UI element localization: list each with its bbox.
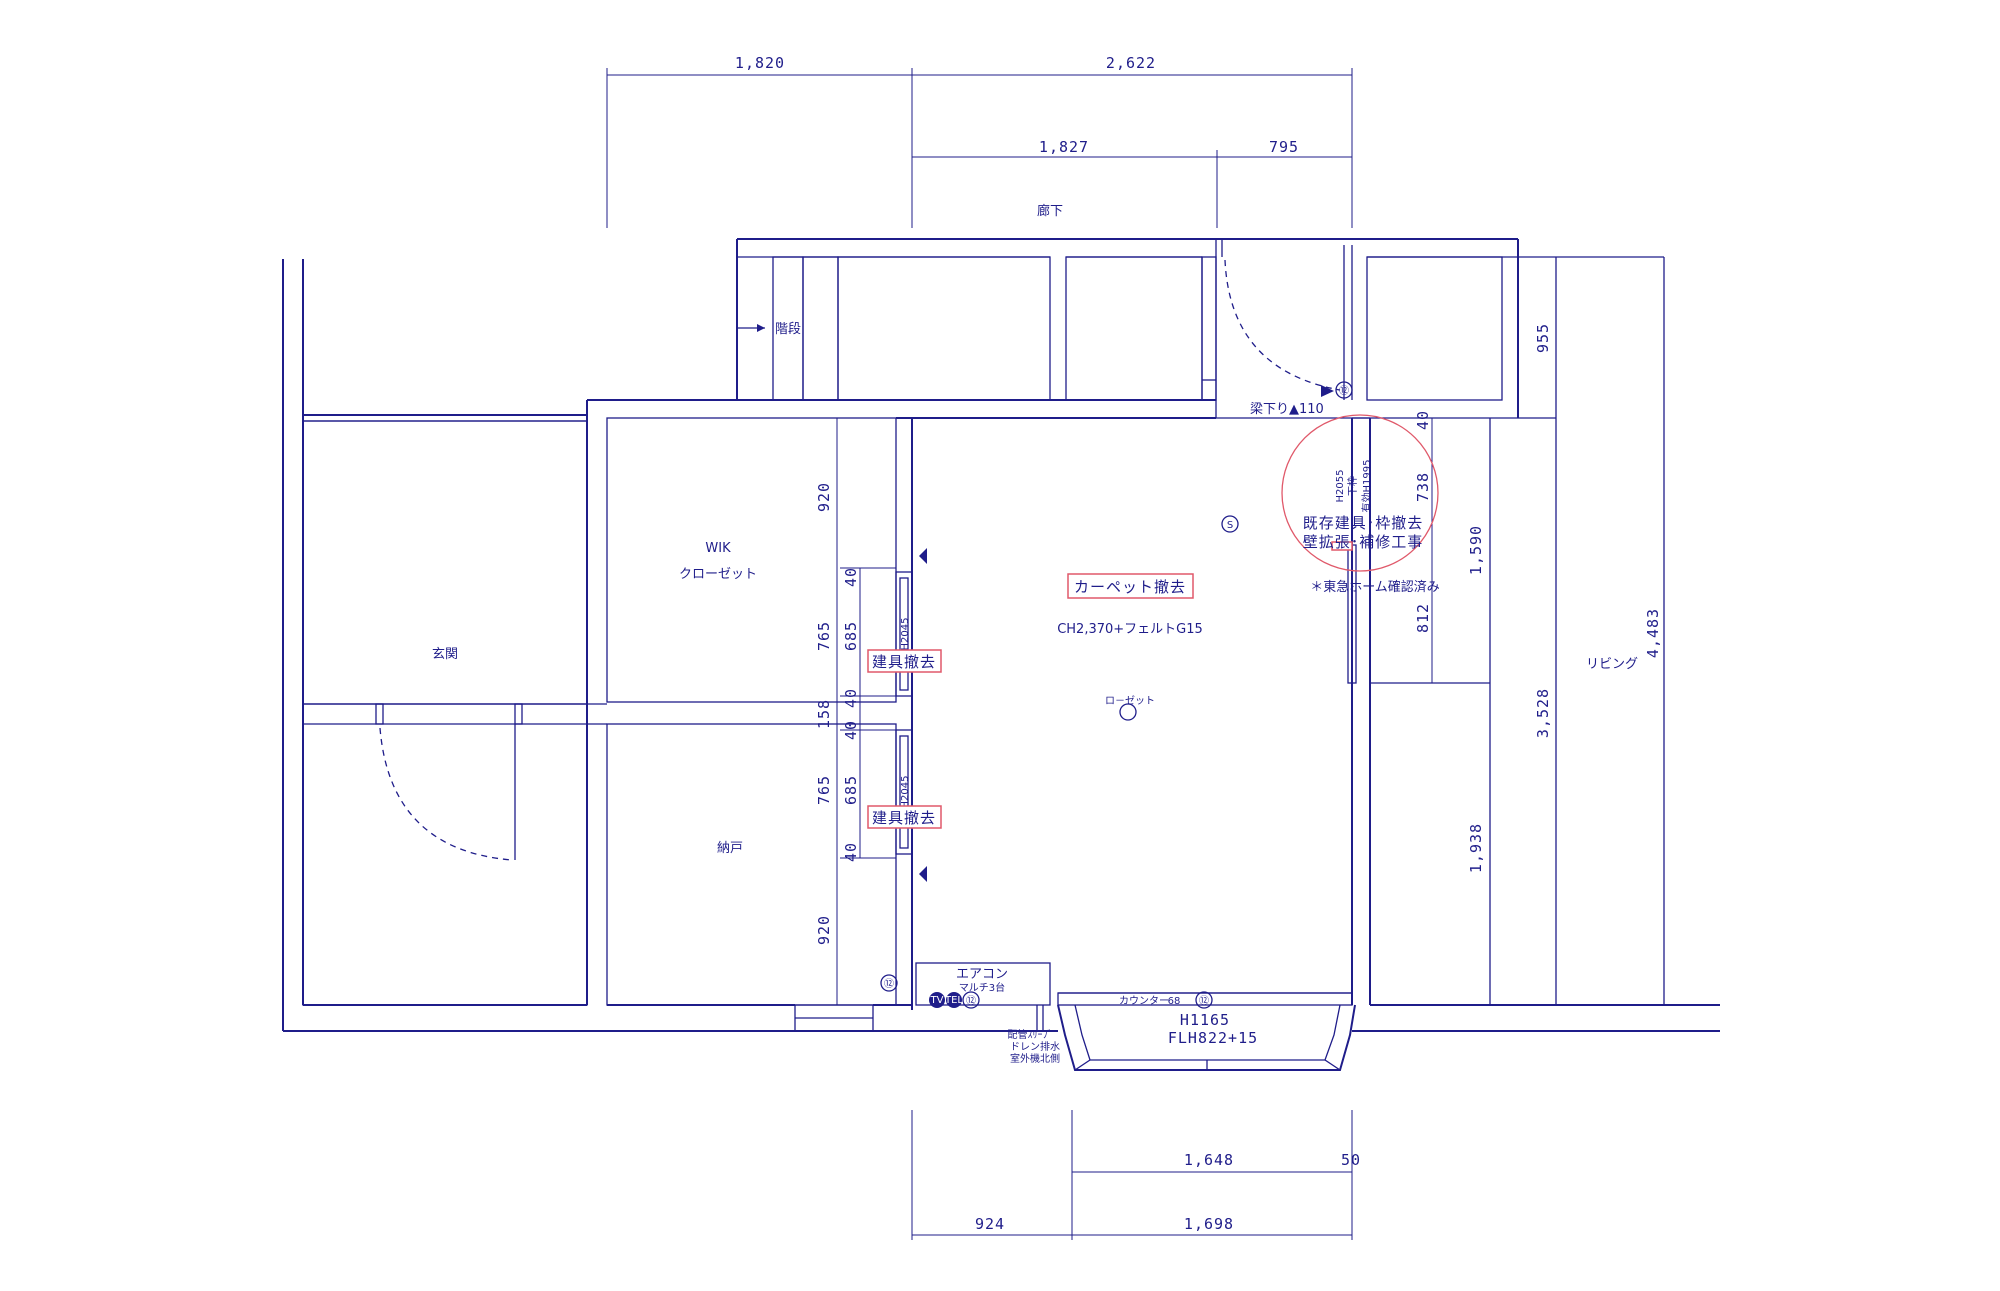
top-dimensions: 1,820 2,622 1,827 795 廊下 [606, 54, 1353, 228]
dim-bottom-924: 924 [975, 1215, 1005, 1233]
counter-mark: 68 [1168, 996, 1181, 1007]
ceiling-note: CH2,370+フェルトG15 [1057, 622, 1203, 637]
dim-top-1820: 1,820 [735, 54, 785, 72]
dim-right-955: 955 [1534, 323, 1552, 353]
aircon-label: エアコン [956, 967, 1008, 982]
dim-left-920-a: 920 [815, 482, 833, 512]
wall-extension-callout: H2055 下枠 有効H1995 既存建具･枠撤去 壁拡張･補修工事 ＊東急ホー… [1281, 414, 1440, 595]
closet-rooms: WIK クローゼット 納戸 920 765 40 685 40 158 40 6… [587, 417, 942, 1010]
h2045-label-1: H2045 [900, 618, 911, 651]
main-room: カーペット撤去 CH2,370+フェルトG15 S ロ－ゼット エアコン マルチ… [912, 417, 1357, 1065]
label-entrance: 玄関 [432, 647, 458, 662]
door-removal-tag-1: 建具撤去 [872, 653, 936, 671]
label-storage: 納戸 [717, 841, 743, 856]
dim-left-685-b: 685 [842, 775, 860, 805]
dim-bottom-1648: 1,648 [1184, 1151, 1234, 1169]
h1165-note: H1165 [1180, 1011, 1230, 1029]
h2045-label-2: H2045 [900, 776, 911, 809]
counter-label: カウンター [1119, 995, 1169, 1007]
circle-12-top: ⑫ [1339, 385, 1349, 397]
upper-block: 階段 梁下り▲110 ⑫ [586, 238, 1519, 419]
h2055-label: H2055 [1335, 470, 1346, 503]
label-wic: WIK [705, 541, 731, 556]
dim-right-4483: 4,483 [1644, 608, 1662, 658]
effective-label: 有効H1995 [1360, 460, 1373, 513]
dim-left-40-b: 40 [842, 688, 860, 708]
drain-note: ドレン排水 [1010, 1040, 1060, 1053]
door-removal-tag-2: 建具撤去 [872, 809, 936, 827]
tel-outlet: TEL [944, 995, 963, 1006]
flh-note: FLH822+15 [1168, 1029, 1258, 1047]
bottom-wall [283, 1004, 1720, 1032]
carpet-removal-tag: カーペット撤去 [1074, 578, 1186, 596]
wall-repair-note: 壁拡張･補修工事 [1303, 533, 1424, 551]
dim-left-40-c: 40 [842, 720, 860, 740]
sensor-mark: S [1227, 520, 1233, 531]
outdoor-note: 室外機北側 [1010, 1052, 1060, 1065]
dim-left-40-a: 40 [842, 567, 860, 587]
aircon-multi: マルチ3台 [959, 981, 1005, 994]
existing-removal-note: 既存建具･枠撤去 [1303, 514, 1424, 532]
living-area: リビング 955 4,483 3,528 40 738 1,590 812 1,… [1352, 256, 1665, 1005]
circle-12-counter: ⑫ [1199, 995, 1209, 1007]
label-stairs: 階段 [775, 322, 801, 337]
label-living: リビング [1586, 657, 1638, 672]
dim-left-765-b: 765 [815, 775, 833, 805]
dim-right-1938: 1,938 [1467, 823, 1485, 873]
dim-left-685-a: 685 [842, 621, 860, 651]
dim-bottom-1698: 1,698 [1184, 1215, 1234, 1233]
bottom-dimensions: 1,648 50 924 1,698 [911, 1110, 1361, 1240]
dim-right-3528: 3,528 [1534, 688, 1552, 738]
circle-12-left: ⑫ [884, 978, 894, 990]
dim-right-1590: 1,590 [1467, 525, 1485, 575]
bay-window [1057, 1004, 1356, 1071]
left-rooms: 玄関 [282, 259, 588, 1031]
dim-right-40: 40 [1414, 410, 1432, 430]
label-closet: クローゼット [679, 567, 757, 582]
dim-top-2622: 2,622 [1106, 54, 1156, 72]
dim-left-765-a: 765 [815, 621, 833, 651]
piping-note: 配管ｽﾘｰﾌﾞ [1008, 1028, 1053, 1041]
dim-top-795: 795 [1269, 138, 1299, 156]
frame-label: 下枠 [1346, 476, 1359, 496]
confirmed-note: ＊東急ホーム確認済み [1310, 579, 1440, 595]
dim-left-158: 158 [815, 699, 833, 729]
label-closet-small: ロ－ゼット [1105, 695, 1155, 707]
dim-left-40-d: 40 [842, 842, 860, 862]
label-beam: 梁下り▲110 [1250, 402, 1324, 417]
dim-bottom-50: 50 [1341, 1151, 1361, 1169]
circle-12-aircon: ⑫ [966, 995, 976, 1007]
dim-right-812: 812 [1414, 603, 1432, 633]
dim-top-1827: 1,827 [1039, 138, 1089, 156]
label-corridor: 廊下 [1037, 203, 1063, 219]
dim-left-920-b: 920 [815, 915, 833, 945]
tv-outlet: TV [930, 995, 944, 1006]
dim-right-738: 738 [1414, 472, 1432, 502]
